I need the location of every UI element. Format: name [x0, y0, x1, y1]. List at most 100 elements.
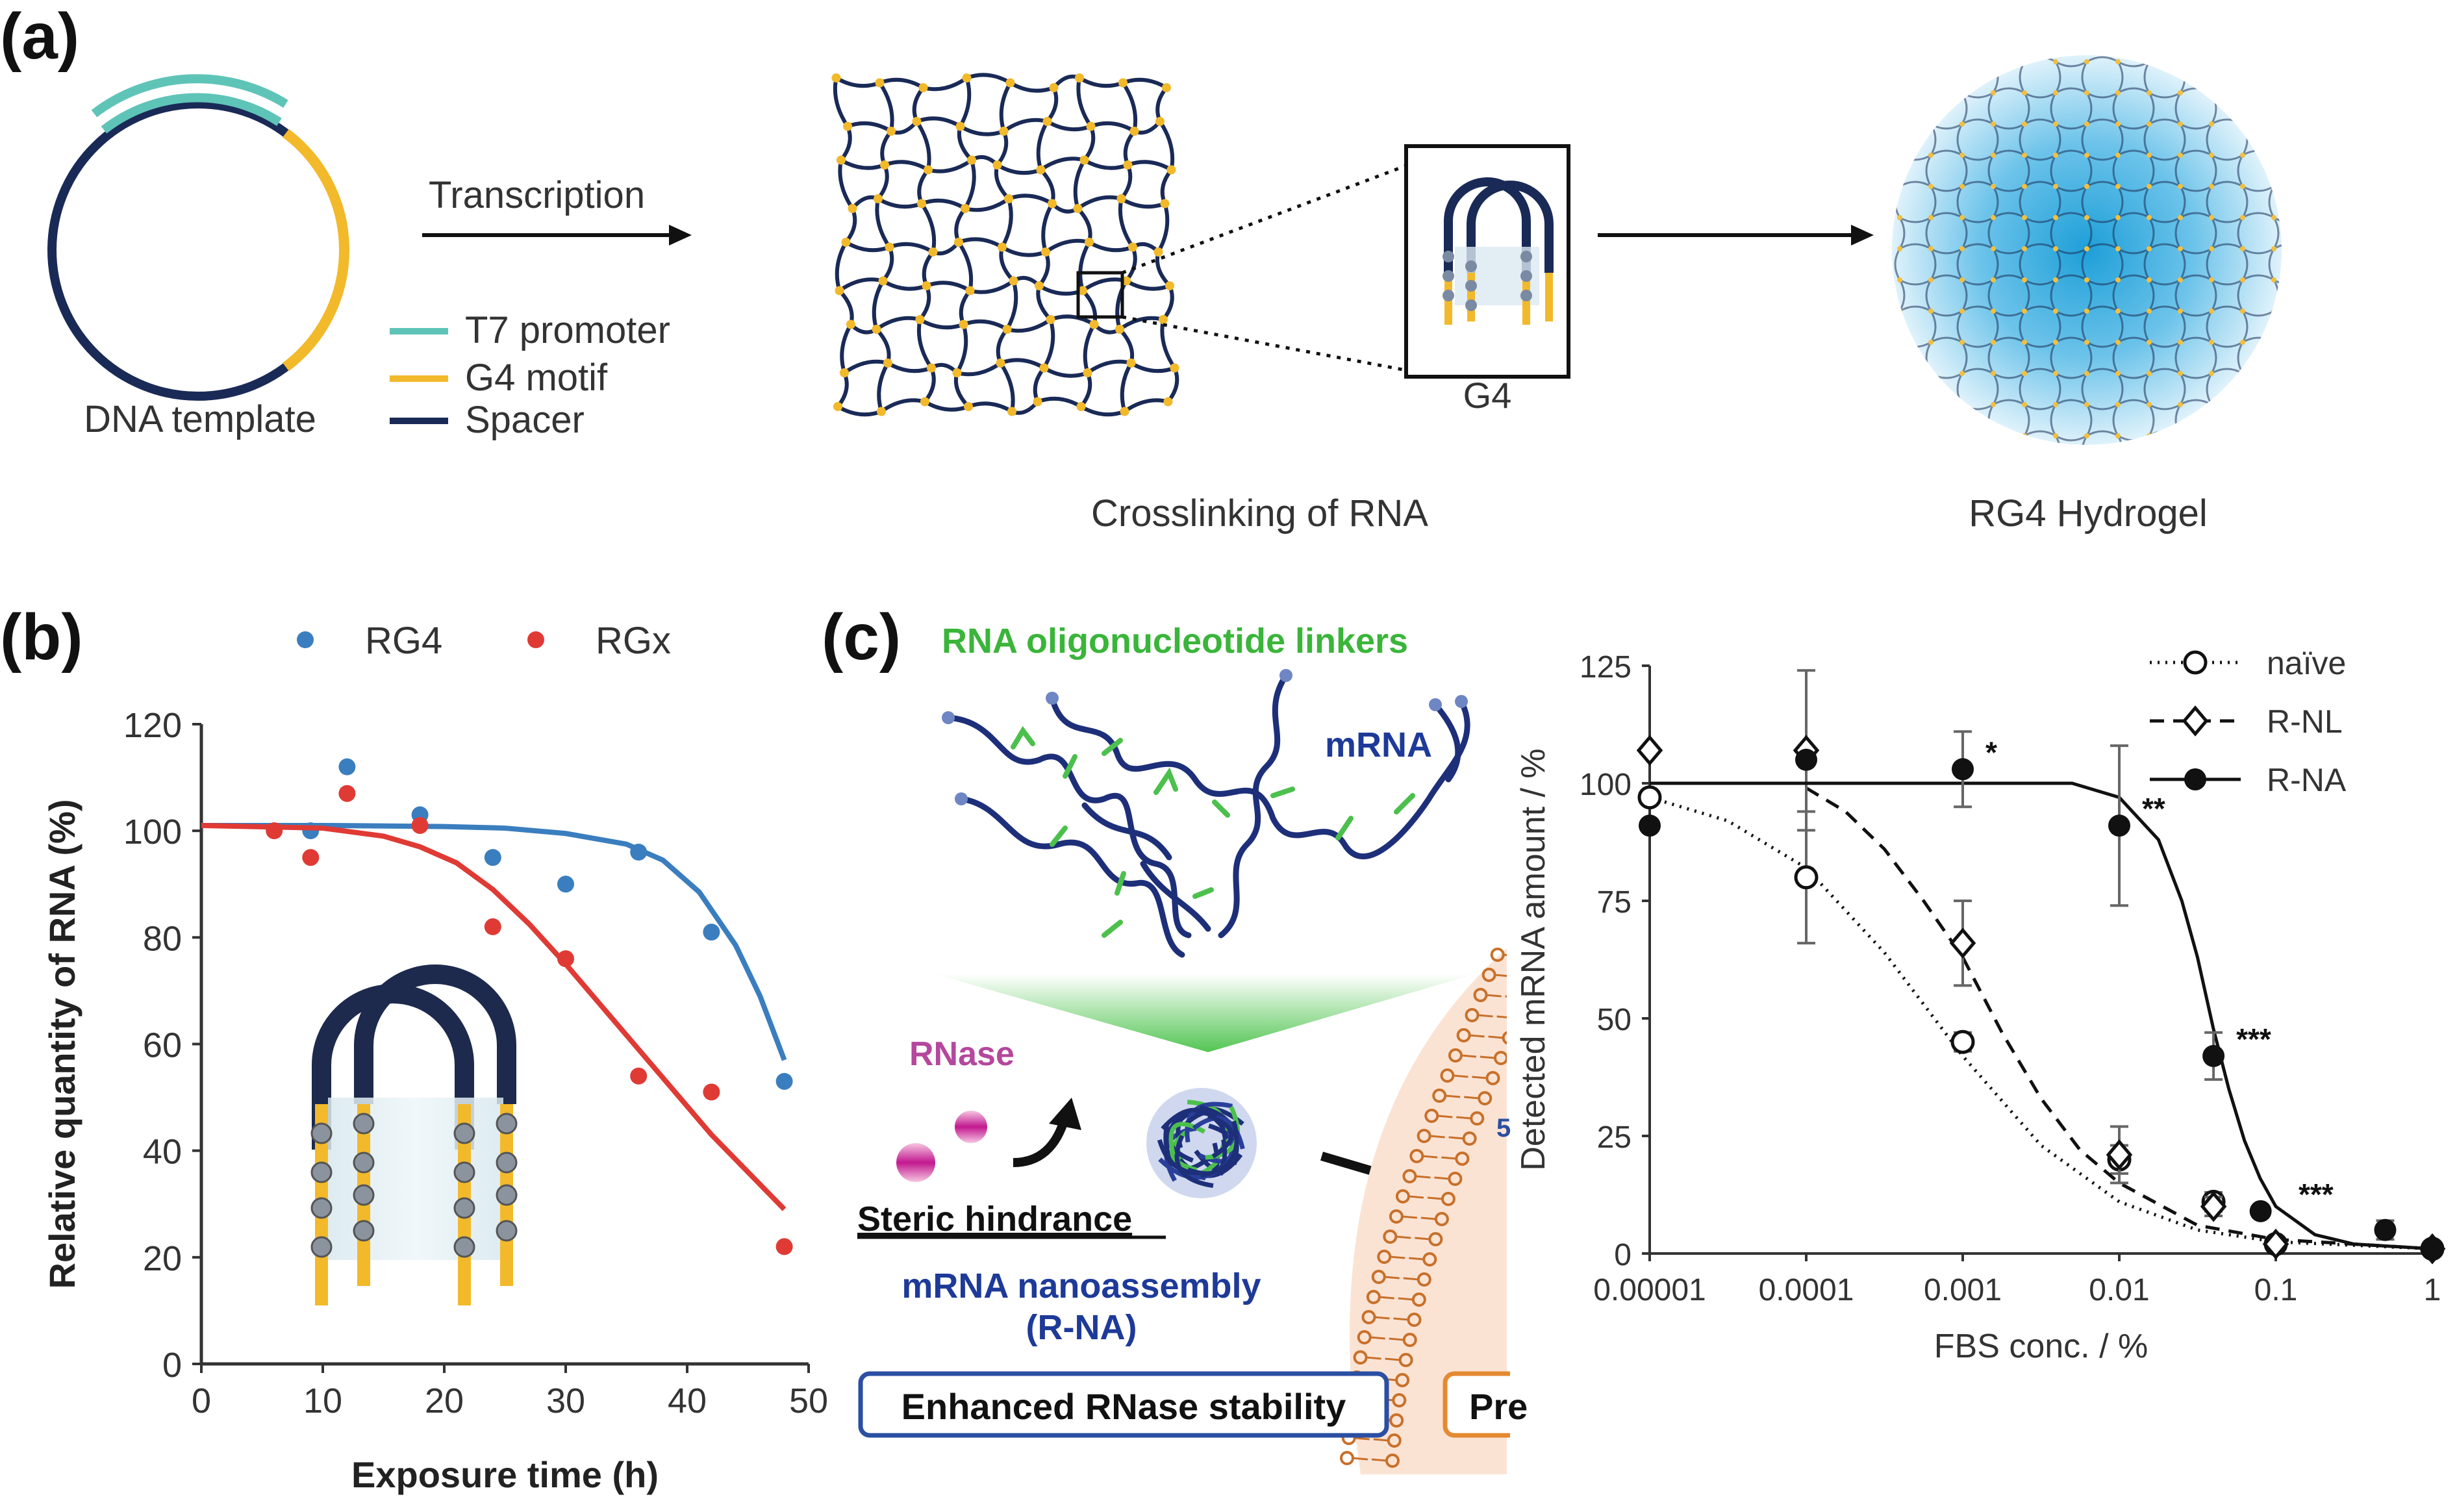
y-tick-label: 125 — [1580, 650, 1632, 685]
network-strand — [880, 398, 926, 413]
network-strand — [1166, 367, 1179, 403]
hydrogel-strand — [1899, 92, 1932, 99]
hydrogel-node — [2209, 277, 2214, 283]
lipid-tail — [1415, 1175, 1431, 1179]
hydrogel-node — [2084, 277, 2089, 283]
hydrogel-node — [2147, 215, 2152, 220]
hydrogel-node — [2053, 340, 2058, 345]
network-strand — [967, 401, 1013, 414]
hydrogel-strand — [1894, 123, 1901, 156]
fit-curve-na-ve — [1649, 796, 2433, 1251]
hydrogel-node — [2022, 90, 2027, 95]
mrna-nanoassembly — [1146, 1088, 1257, 1198]
hydrogel-strand — [1930, 247, 1963, 255]
network-strand — [836, 372, 849, 408]
network-strand — [877, 197, 923, 209]
data-point-r-na — [2202, 1044, 2225, 1067]
hydrogel-node — [2178, 340, 2183, 345]
y-tick-label: 40 — [143, 1133, 182, 1172]
hydrogel-node — [2271, 340, 2276, 345]
hydrogel-node — [2084, 340, 2089, 345]
network-strand — [837, 405, 883, 417]
cut-mask — [1510, 1364, 1549, 1448]
crosslinked-rna-network — [831, 73, 1179, 417]
steric-hindrance-label: Steric hindrance — [857, 1200, 1132, 1239]
hydrogel-strand — [1961, 342, 1968, 374]
hydrogel-node — [2022, 402, 2027, 407]
hydrogel-strand — [2210, 279, 2217, 312]
hydrogel-node — [2115, 246, 2121, 251]
hydrogel-strand — [2024, 118, 2056, 125]
x-tick-label: 40 — [668, 1381, 707, 1420]
hydrogel-strand — [2050, 217, 2057, 249]
hydrogel-strand — [2241, 186, 2249, 218]
hydrogel-strand — [2117, 435, 2124, 445]
y-tick-label: 0 — [162, 1346, 182, 1385]
hydrogel-node — [2053, 246, 2058, 251]
hydrogel-node — [2271, 246, 2276, 251]
hydrogel-node — [2178, 153, 2183, 158]
lipid-tail — [1408, 1195, 1424, 1199]
hydrogel-node — [2053, 371, 2058, 376]
hydrogel-node — [2240, 215, 2245, 220]
hydrogel-node — [2240, 277, 2245, 283]
hydrogel-strand — [1930, 310, 1963, 317]
data-point-rgx — [630, 1067, 648, 1085]
hydrogel-strand — [2179, 310, 2186, 343]
hydrogel-strand — [2024, 305, 2056, 312]
data-point-r-nl — [2262, 1228, 2289, 1260]
hydrogel-strand — [2241, 435, 2249, 445]
x-axis-label: FBS conc. / % — [1934, 1328, 2148, 1365]
crosslink-node — [874, 194, 883, 203]
hydrogel-strand — [2273, 403, 2282, 410]
dna-template-label: DNA template — [84, 398, 316, 440]
hydrogel-node — [2209, 184, 2214, 189]
hydrogel-strand — [2268, 435, 2275, 445]
transcription-arrow — [422, 225, 692, 246]
network-strand — [875, 327, 891, 364]
hydrogel-node — [2147, 340, 2152, 345]
lipid-tail — [1472, 1076, 1487, 1079]
hydrogel-node — [1928, 371, 1934, 376]
network-strand — [876, 164, 889, 200]
hydrogel-node — [1897, 277, 1902, 283]
network-strand — [1161, 284, 1174, 321]
hydrogel-strand — [2117, 373, 2124, 405]
hydrogel-node — [2209, 433, 2214, 438]
hydrogel-strand — [2086, 181, 2119, 188]
hydrogel-strand — [2148, 243, 2181, 250]
crosslink-node — [1033, 397, 1042, 407]
crosslink-node — [1004, 194, 1013, 203]
data-point-rgx — [703, 1083, 720, 1101]
lipid-tail — [1415, 1237, 1430, 1241]
hydrogel-strand — [2242, 399, 2274, 406]
crosslink-node — [1036, 165, 1046, 175]
crosslink-node — [848, 204, 857, 213]
network-strand — [1037, 251, 1050, 287]
lipid-tail — [1389, 1337, 1404, 1341]
legend-label-r-nl: R-NL — [2267, 703, 2343, 740]
hydrogel-strand — [1930, 399, 1963, 406]
hydrogel-strand — [2180, 310, 2212, 317]
hydrogel-strand — [2268, 373, 2275, 405]
hydrogel-node — [1991, 215, 1996, 220]
hydrogel-strand — [2206, 248, 2213, 281]
hydrogel-strand — [1930, 373, 1937, 405]
hydrogel-strand — [2148, 118, 2181, 125]
lipid-tail — [1403, 1277, 1418, 1281]
y-tick-label: 100 — [1580, 768, 1632, 802]
crosslink-node — [1083, 368, 1092, 377]
hydrogel-strand — [1898, 342, 1906, 374]
crosslink-node — [912, 117, 922, 126]
hydrogel-strand — [1930, 212, 1963, 219]
hydrogel-strand — [1961, 56, 1994, 63]
x-tick-label: 0.001 — [1924, 1273, 2002, 1307]
hydrogel-strand — [1925, 404, 1932, 436]
hydrogel-strand — [1961, 279, 1968, 312]
crosslink-node — [837, 155, 846, 165]
crosslink-node — [1120, 407, 1129, 416]
hydrogel-strand — [2174, 92, 2182, 125]
crosslink-node — [999, 127, 1009, 136]
hydrogel-node — [2271, 59, 2276, 64]
hydrogel-strand — [2180, 435, 2212, 442]
